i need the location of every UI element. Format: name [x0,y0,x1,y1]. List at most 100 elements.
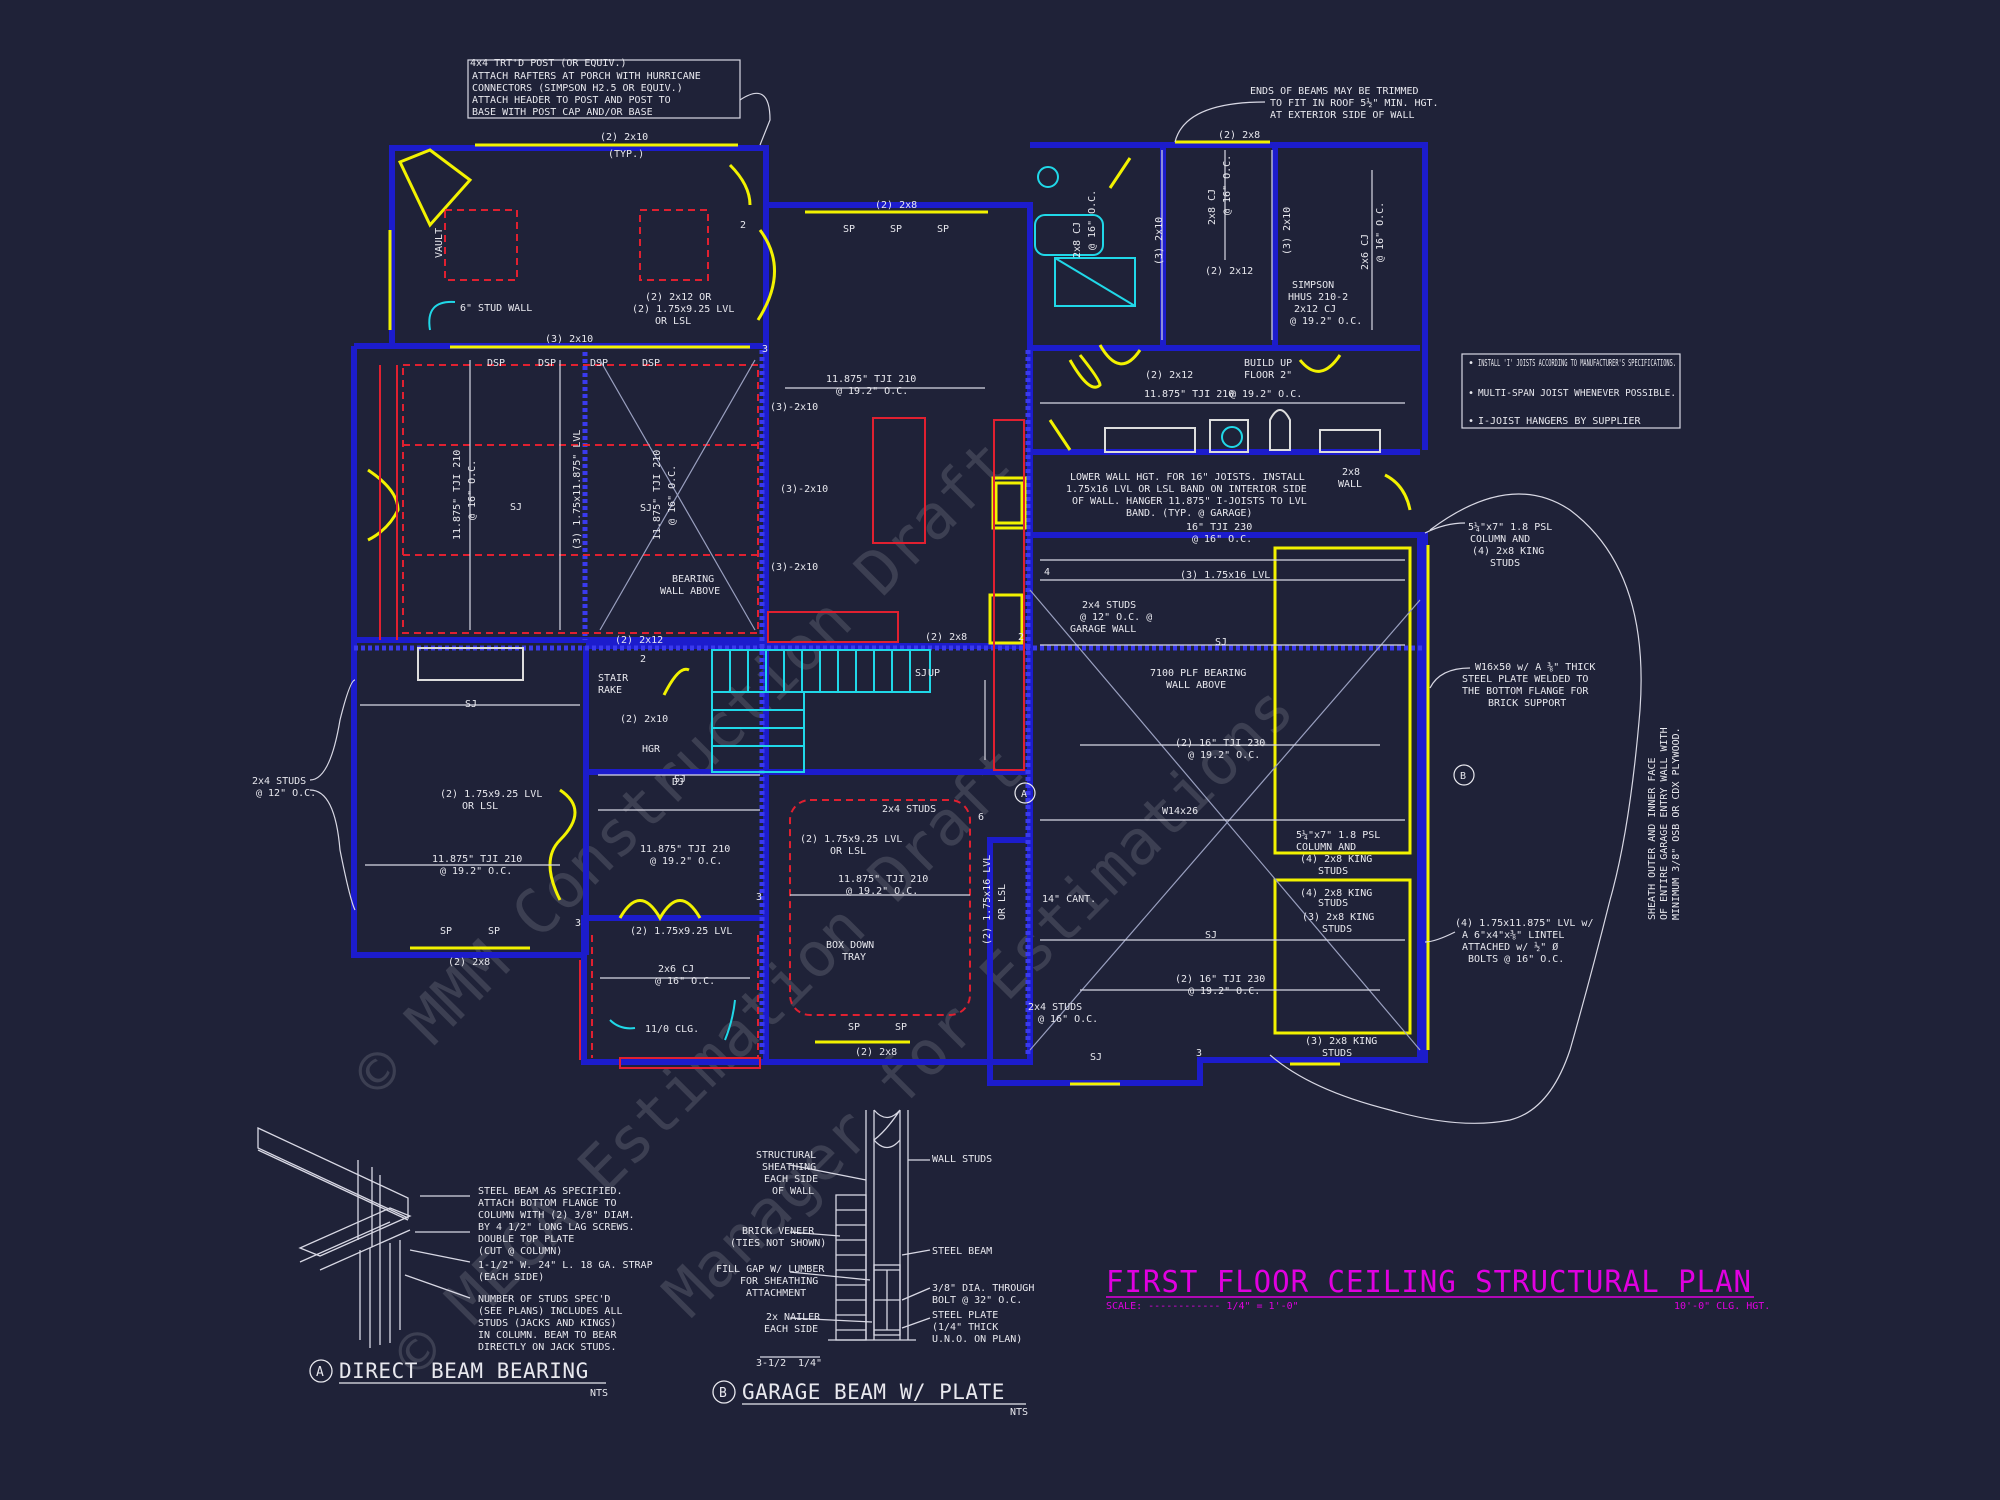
door-arc-2 [756,229,776,321]
notes-box: • INSTALL 'I' JOISTS ACCORDING TO MANUFA… [1461,353,1681,429]
label-2x8-stair: (2) 2x8 [925,632,967,643]
steel-beam-line-4: BRICK SUPPORT [1488,698,1566,709]
label-3-2x10: (3) 2x10 [545,334,593,345]
steel-beam-line-1: W16x50 w/ A ⅜" THICK [1475,661,1595,673]
callout-beam-trim: ENDS OF BEAMS MAY BE TRIMMED TO FIT IN R… [1174,86,1439,143]
label-2x4-garage-bottom: 2x4 STUDS [1028,1002,1082,1013]
label-3-lvl-garage: (3) 1.75x16 LVL [1180,570,1270,581]
span-lines [360,150,1405,991]
door-arc-11 [662,667,690,696]
label-3-2x10-b: (3)-2x10 [780,484,828,495]
label-lvl-or: (2) 1.75x9.25 LVL [632,304,734,315]
label-2x12-stair: (2) 2x12 [615,635,663,646]
label-192-garage-a: @ 19.2" O.C. [1188,750,1260,761]
label-3-2x12-a: (3) 2x10 [1154,217,1165,265]
b-left-4-1: 2x NAILER [766,1312,821,1323]
label-num-3-c: 3 [756,892,762,903]
hatched-bearing-walls [354,350,1425,1055]
a-note-3-1: 1-1/2" W. 24" L. 18 GA. STRAP [478,1260,653,1271]
label-num-2-c: 2 [740,220,746,231]
fireplace-box [988,593,1024,645]
red-dashed-beams [402,209,971,1058]
callout-steel-beam: W16x50 w/ A ⅜" THICK STEEL PLATE WELDED … [1429,661,1595,709]
label-simpson-1: SIMPSON [1292,280,1334,291]
label-king-4-b: (4) 2x8 KING [1300,888,1372,899]
b-right-4-3: U.N.O. ON PLAN) [932,1334,1022,1345]
label-16oc-great-room: @ 16" O.C. [467,460,478,520]
label-king-3-b: (3) 2x8 KING [1305,1036,1377,1047]
a-note-2-1: DOUBLE TOP PLATE [478,1234,574,1245]
label-6-stud-wall: 6" STUD WALL [460,303,532,314]
detail-b-title-text: GARAGE BEAM W/ PLATE [742,1380,1005,1404]
label-2x12-or: (2) 2x12 OR [645,292,712,303]
callout-psl-col: 5¼"x7" 1.8 PSL COLUMN AND (4) 2x8 KING S… [1424,521,1552,569]
label-14-cant: 14" CANT. [1042,894,1096,905]
label-3-2x10-c: (3)-2x10 [770,562,818,573]
detail-a-notes: STEEL BEAM AS SPECIFIED. ATTACH BOTTOM F… [478,1186,653,1353]
a-note-4-4: IN COLUMN. BEAM TO BEAR [478,1330,617,1341]
detail-b-drawing [760,1109,931,1358]
label-num-3-a: 3 [1196,1048,1202,1059]
callout-porch-post: 4x4 TRT'D POST (OR EQUIV.) ATTACH RAFTER… [467,58,771,146]
b-right-1: WALL STUDS [932,1154,992,1165]
psl-col-line-1: 5¼"x7" 1.8 PSL [1468,521,1552,533]
lower-wall-line-4: BAND. (TYP. @ GARAGE) [1126,508,1252,519]
label-dsp-4: DSP [642,358,660,369]
white-fixtures [417,409,1381,681]
label-2x6cj-16: @ 16" O.C. [1375,202,1386,262]
b-left-2-1: BRICK VENEER [742,1226,815,1237]
label-simpson-2: HHUS 210-2 [1288,292,1348,303]
label-192-garage-b: @ 19.2" O.C. [1188,986,1260,997]
door-arc-7 [1048,419,1072,451]
label-hgr: HGR [642,744,661,755]
label-sj-garage: SJ [1215,637,1227,648]
label-2x10-stair: (2) 2x10 [620,714,668,725]
stair-run-lower [711,691,805,773]
label-2x8-kitchen: (2) 2x8 [875,200,917,211]
porch-bench [417,647,524,681]
label-2x8cj-16: @ 16" O.C. [1222,155,1233,215]
stud-wall-pointer [428,300,456,331]
label-sj-garage-b: SJ [1205,930,1217,941]
b-right-4-1: STEEL PLATE [932,1310,998,1321]
label-king-3-a: (3) 2x8 KING [1302,912,1374,923]
a-note-1-1: STEEL BEAM AS SPECIFIED. [478,1186,623,1197]
label-tji-left: 11.875" TJI 210 [432,854,522,865]
b-right-4-2: (1/4" THICK [932,1322,998,1333]
label-sp-left-1: SP [440,926,452,937]
label-king-4-a: (4) 2x8 KING [1300,854,1372,865]
label-tji-tray: 11.875" TJI 210 [838,874,928,885]
b-left-1-4: OF WALL [772,1186,814,1197]
a-note-4-3: STUDS (JACKS AND KINGS) [478,1318,616,1329]
kitchen-island [872,417,926,544]
stair-treads [712,650,911,747]
callout-sheath: SHEATH OUTER AND INNER FACE OF ENTIRE GA… [1647,727,1682,920]
sheath-leader [1269,493,1642,1124]
label-3-lvl-great-room: (3) 1.75x11.875" LVL [572,430,583,550]
label-sp-tray-2: SP [895,1022,907,1033]
callout-studs-left: 2x4 STUDS @ 12" O.C. [252,679,356,911]
section-marker-a: A [1014,782,1036,804]
toilet-laundry [1221,426,1243,448]
label-vault: VAULT [434,228,445,258]
a-note-2-2: (CUT @ COLUMN) [478,1246,562,1257]
label-psl-inner: 5¼"x7" 1.8 PSL [1296,829,1380,841]
door-arc-5 [1068,354,1102,389]
vault-box-2 [639,209,709,281]
laundry-sink [1209,419,1249,453]
a-note-1-4: BY 4 1/2" LONG LAG SCREWS. [478,1222,635,1233]
a-note-4-2: (SEE PLANS) INCLUDES ALL [478,1306,623,1317]
label-2x8cj-bath: 2x8 CJ [1072,222,1083,258]
label-simpson-4: @ 19.2" O.C. [1290,316,1362,327]
b-right-3-1: 3/8" DIA. THROUGH [932,1283,1034,1294]
label-floor-2: FLOOR 2" [1244,370,1292,381]
b-dim-2: 1/4" [798,1358,822,1369]
range-cooktop [994,481,1024,525]
label-num-3-b: 3 [575,918,581,929]
beam-trim-line-1: ENDS OF BEAMS MAY BE TRIMMED [1250,86,1419,97]
plan-labels: (2) 2x10 (TYP.) VAULT 6" STUD WALL (2) 2… [432,130,1386,1063]
porch-corner-post [397,148,473,228]
label-num-2-a: 2 [1018,632,1024,643]
a-note-1-3: COLUMN WITH (2) 3/8" DIAM. [478,1210,635,1221]
